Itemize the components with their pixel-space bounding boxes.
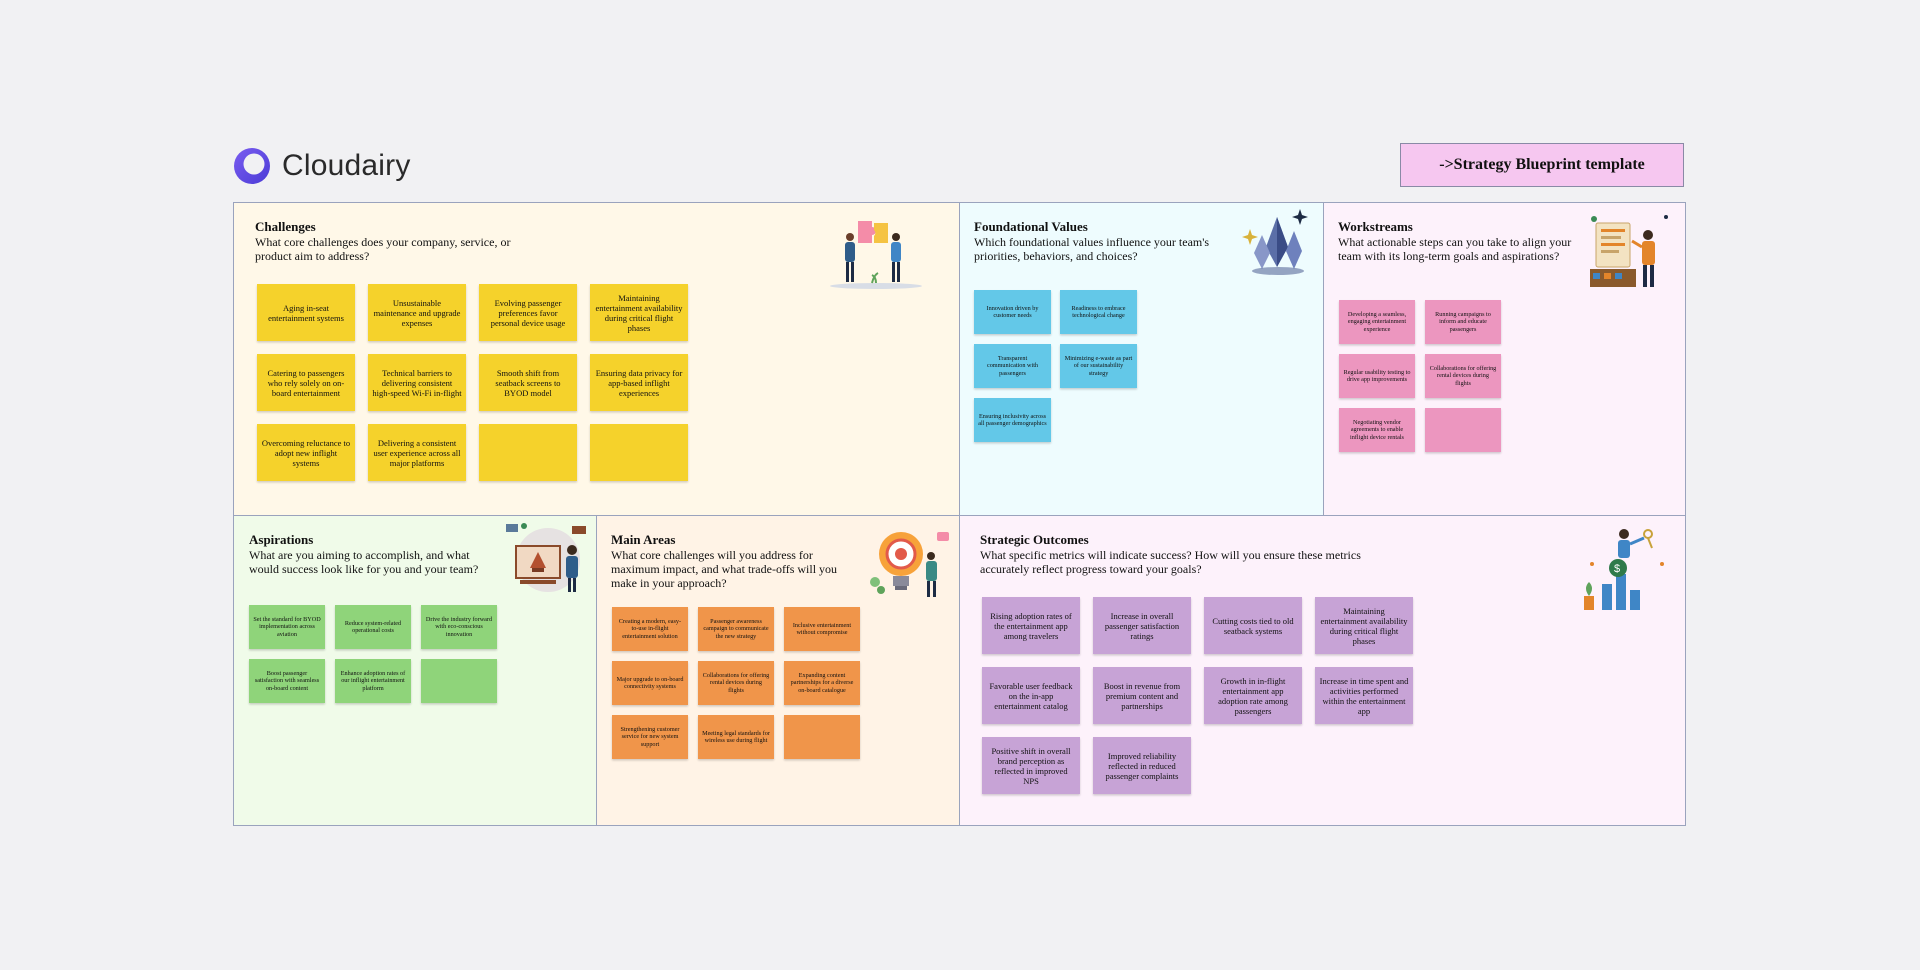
strategy-board: Challenges What core challenges does you…	[233, 202, 1686, 826]
sticky-note[interactable]: Meeting legal standards for wireless use…	[698, 715, 774, 759]
sticky-note[interactable]: Expanding content partnerships for a div…	[784, 661, 860, 705]
sticky-note[interactable]: Transparent communication with passenger…	[974, 344, 1051, 388]
sticky-note[interactable]: Positive shift in overall brand percepti…	[982, 737, 1080, 794]
idea-lightbulb-illustration	[870, 532, 949, 597]
strategic-outcomes-panel: Strategic Outcomes What specific metrics…	[959, 515, 1686, 826]
sticky-note[interactable]: Reduce system-related operational costs	[335, 605, 411, 649]
sticky-note[interactable]: Passenger awareness campaign to communic…	[698, 607, 774, 651]
sticky-note[interactable]: Ensuring data privacy for app-based infl…	[590, 354, 688, 411]
sticky-note[interactable]: Boost in revenue from premium content an…	[1093, 667, 1191, 724]
sticky-note[interactable]: Growth in in-flight entertainment app ad…	[1204, 667, 1302, 724]
svg-text:$: $	[1614, 563, 1620, 575]
puzzle-teamwork-illustration	[830, 221, 922, 289]
sticky-note[interactable]: Delivering a consistent user experience …	[368, 424, 466, 481]
sticky-note[interactable]: Increase in time spent and activities pe…	[1315, 667, 1413, 724]
strategy-blueprint-template-button[interactable]: ->Strategy Blueprint template	[1400, 143, 1684, 187]
sticky-note[interactable]: Technical barriers to delivering consist…	[368, 354, 466, 411]
sticky-note[interactable]: Catering to passengers who rely solely o…	[257, 354, 355, 411]
aspirations-panel: Aspirations What are you aiming to accom…	[233, 515, 597, 826]
sticky-note[interactable]: Readiness to embrace technological chang…	[1060, 290, 1137, 334]
sticky-note[interactable]: Developing a seamless, engaging entertai…	[1339, 300, 1415, 344]
main-areas-title: Main Areas	[611, 532, 676, 547]
sticky-note[interactable]	[421, 659, 497, 703]
main-areas-panel: Main Areas What core challenges will you…	[596, 515, 960, 826]
sticky-note[interactable]	[479, 424, 577, 481]
sticky-note[interactable]: Enhance adoption rates of our inflight e…	[335, 659, 411, 703]
workstreams-title: Workstreams	[1338, 219, 1413, 234]
sticky-note[interactable]: Negotiating vendor agreements to enable …	[1339, 408, 1415, 452]
sticky-note[interactable]: Rising adoption rates of the entertainme…	[982, 597, 1080, 654]
strategic-outcomes-title: Strategic Outcomes	[980, 532, 1089, 547]
sticky-note[interactable]: Boost passenger satisfaction with seamle…	[249, 659, 325, 703]
foundational-values-description: Which foundational values influence your…	[974, 235, 1210, 263]
sticky-note[interactable]	[1425, 408, 1501, 452]
presentation-target-illustration	[506, 523, 586, 592]
sticky-note[interactable]: Aging in-seat entertainment systems	[257, 284, 355, 341]
brand-logo: Cloudairy	[232, 146, 411, 186]
sticky-note[interactable]	[784, 715, 860, 759]
foundational-values-title: Foundational Values	[974, 219, 1088, 234]
sticky-note[interactable]: Minimizing e-waste as part of our sustai…	[1060, 344, 1137, 388]
main-areas-description: What core challenges will you address fo…	[611, 548, 838, 590]
sticky-note[interactable]: Favorable user feedback on the in-app en…	[982, 667, 1080, 724]
challenges-title: Challenges	[255, 219, 316, 234]
aspirations-title: Aspirations	[249, 532, 314, 547]
sticky-note[interactable]: Creating a modern, easy-to-use in-flight…	[612, 607, 688, 651]
sticky-note[interactable]	[590, 424, 688, 481]
foundational-values-panel: Foundational Values Which foundational v…	[959, 202, 1324, 516]
sticky-note[interactable]: Maintaining entertainment availability d…	[1315, 597, 1413, 654]
task-board-illustration	[1590, 215, 1668, 287]
sticky-note[interactable]: Improved reliability reflected in reduce…	[1093, 737, 1191, 794]
sticky-note[interactable]: Ensuring inclusivity across all passenge…	[974, 398, 1051, 442]
brand-name: Cloudairy	[282, 149, 411, 182]
crystal-cluster-illustration	[1242, 209, 1308, 275]
challenges-panel: Challenges What core challenges does you…	[233, 202, 960, 516]
sticky-note[interactable]: Inclusive entertainment without compromi…	[784, 607, 860, 651]
sticky-note[interactable]: Running campaigns to inform and educate …	[1425, 300, 1501, 344]
strategic-outcomes-description: What specific metrics will indicate succ…	[980, 548, 1361, 576]
sticky-note[interactable]: Cutting costs tied to old seatback syste…	[1204, 597, 1302, 654]
sticky-note[interactable]: Set the standard for BYOD implementation…	[249, 605, 325, 649]
sticky-note[interactable]: Smooth shift from seatback screens to BY…	[479, 354, 577, 411]
sticky-note[interactable]: Maintaining entertainment availability d…	[590, 284, 688, 341]
sticky-note[interactable]: Overcoming reluctance to adopt new infli…	[257, 424, 355, 481]
aspirations-description: What are you aiming to accomplish, and w…	[249, 548, 479, 576]
workstreams-description: What actionable steps can you take to al…	[1338, 235, 1572, 263]
sticky-note[interactable]: Innovation driven by customer needs	[974, 290, 1051, 334]
sticky-note[interactable]: Increase in overall passenger satisfacti…	[1093, 597, 1191, 654]
sticky-note[interactable]: Strengthening customer service for new s…	[612, 715, 688, 759]
sticky-note[interactable]: Collaborations for offering rental devic…	[1425, 354, 1501, 398]
cloudairy-logo-icon	[234, 148, 270, 184]
sticky-note[interactable]: Major upgrade to on-board connectivity s…	[612, 661, 688, 705]
workstreams-panel: Workstreams What actionable steps can yo…	[1323, 202, 1686, 516]
sticky-note[interactable]: Regular usability testing to drive app i…	[1339, 354, 1415, 398]
financial-growth-illustration: $	[1584, 529, 1664, 610]
sticky-note[interactable]: Unsustainable maintenance and upgrade ex…	[368, 284, 466, 341]
challenges-description: What core challenges does your company, …	[255, 235, 511, 263]
sticky-note[interactable]: Collaborations for offering rental devic…	[698, 661, 774, 705]
sticky-note[interactable]: Evolving passenger preferences favor per…	[479, 284, 577, 341]
sticky-note[interactable]: Drive the industry forward with eco-cons…	[421, 605, 497, 649]
